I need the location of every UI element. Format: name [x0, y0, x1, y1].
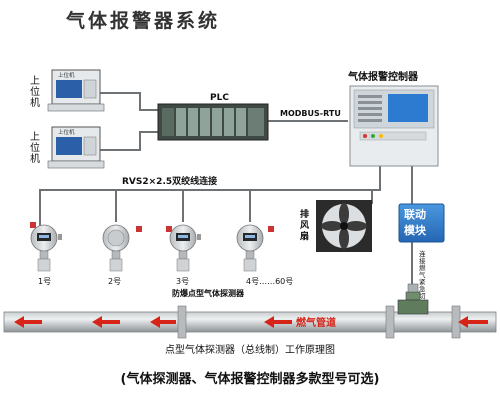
diagram-title: 气体报警器系统: [66, 10, 221, 32]
svg-text:风: 风: [300, 220, 309, 231]
svg-text:位: 位: [30, 141, 40, 154]
diagram-footnote: (气体探测器、气体报警控制器多款型号可选): [120, 372, 380, 387]
svg-text:模块: 模块: [404, 223, 427, 237]
gas-pipe: [3, 305, 497, 339]
detector-4: [236, 224, 274, 272]
host-label-2: 上 位 机: [30, 131, 40, 165]
detector-group-label: 防爆点型气体探测器: [172, 288, 245, 298]
detector-3: [166, 224, 201, 272]
svg-text:扇: 扇: [300, 230, 309, 242]
diagram-caption: 点型气体探测器（总线制）工作原理图: [165, 345, 335, 356]
svg-text:机: 机: [30, 152, 40, 165]
svg-text:机: 机: [30, 96, 40, 109]
svg-text:接: 接: [419, 256, 426, 265]
host-label-1: 上 位 机: [30, 75, 40, 109]
host-screen-label-1: 上位机: [58, 71, 75, 79]
alarm-controller: [349, 85, 439, 167]
svg-text:上: 上: [30, 131, 40, 143]
plc-label: PLC: [210, 93, 229, 103]
modbus-label: MODBUS-RTU: [280, 109, 341, 118]
svg-text:连: 连: [419, 249, 426, 258]
svg-text:排: 排: [300, 208, 309, 220]
svg-text:切: 切: [419, 292, 426, 300]
detector-label-2: 2号: [108, 277, 121, 286]
cable-label: RVS2×2.5双绞线连接: [122, 175, 217, 187]
controller-screen: [388, 94, 428, 122]
relay-module: 联动 模块: [398, 203, 445, 243]
detector-label-4: 4号……60号: [246, 277, 293, 286]
svg-text:位: 位: [30, 85, 40, 98]
detector-label-1: 1号: [38, 277, 51, 286]
host-computer-1: 上位机: [47, 69, 105, 112]
wiring: [39, 92, 413, 294]
svg-text:气: 气: [419, 270, 426, 279]
gas-flow-arrows: [14, 316, 488, 328]
detector-1: [30, 222, 62, 272]
host-screen-label-2: 上位机: [58, 128, 75, 136]
exhaust-fan-icon: [316, 200, 372, 252]
svg-text:上: 上: [30, 75, 40, 87]
fan-label-group: 排 风 扇: [300, 208, 309, 242]
svg-text:急: 急: [419, 284, 426, 293]
shutoff-valve-icon: [397, 283, 429, 315]
host-computer-2: 上位机: [47, 126, 105, 169]
plc-unit: [157, 103, 269, 141]
detector-2: [102, 224, 142, 272]
pipe-label: 燃气管道: [296, 316, 336, 329]
svg-text:紧: 紧: [419, 277, 426, 286]
svg-text:燃: 燃: [419, 263, 426, 272]
svg-text:联动: 联动: [404, 207, 426, 221]
controller-label: 气体报警控制器: [347, 70, 419, 83]
detector-label-3: 3号: [176, 277, 189, 286]
